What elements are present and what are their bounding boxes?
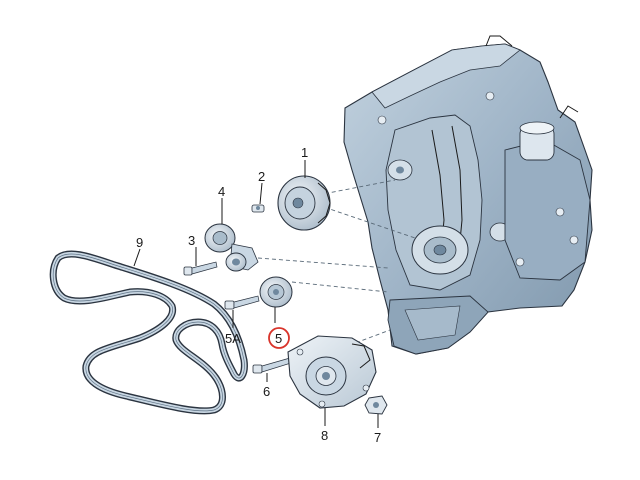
highlight-ring: [268, 327, 290, 349]
callout-5: 5: [275, 331, 282, 346]
part-1-pulley: [277, 175, 331, 231]
callout-5a: 5A: [225, 331, 241, 346]
part-3-bolt: [183, 261, 218, 276]
part-8-tensioner-bracket: [287, 335, 377, 409]
callouts: 1 2 3 4 5 5A 6 7 8 9: [136, 145, 381, 445]
callout-6: 6: [263, 384, 270, 399]
part-7-nut: [364, 395, 388, 415]
callout-9: 9: [136, 235, 143, 250]
callout-2: 2: [258, 169, 265, 184]
callout-8: 8: [321, 428, 328, 443]
part-5a-bolt: [224, 295, 260, 310]
part-6-bolt: [252, 357, 292, 374]
part-4-idler-pulley: [204, 223, 259, 272]
callout-3: 3: [188, 233, 195, 248]
callout-7: 7: [374, 430, 381, 445]
part-2-bolt: [251, 204, 265, 213]
leader-lines: [133, 160, 379, 428]
engine-block: [343, 35, 593, 355]
callout-1: 1: [301, 145, 308, 160]
callout-4: 4: [218, 184, 225, 199]
part-9-drive-belt: [49, 250, 248, 415]
part-5-tensioner-pulley: [259, 276, 293, 308]
